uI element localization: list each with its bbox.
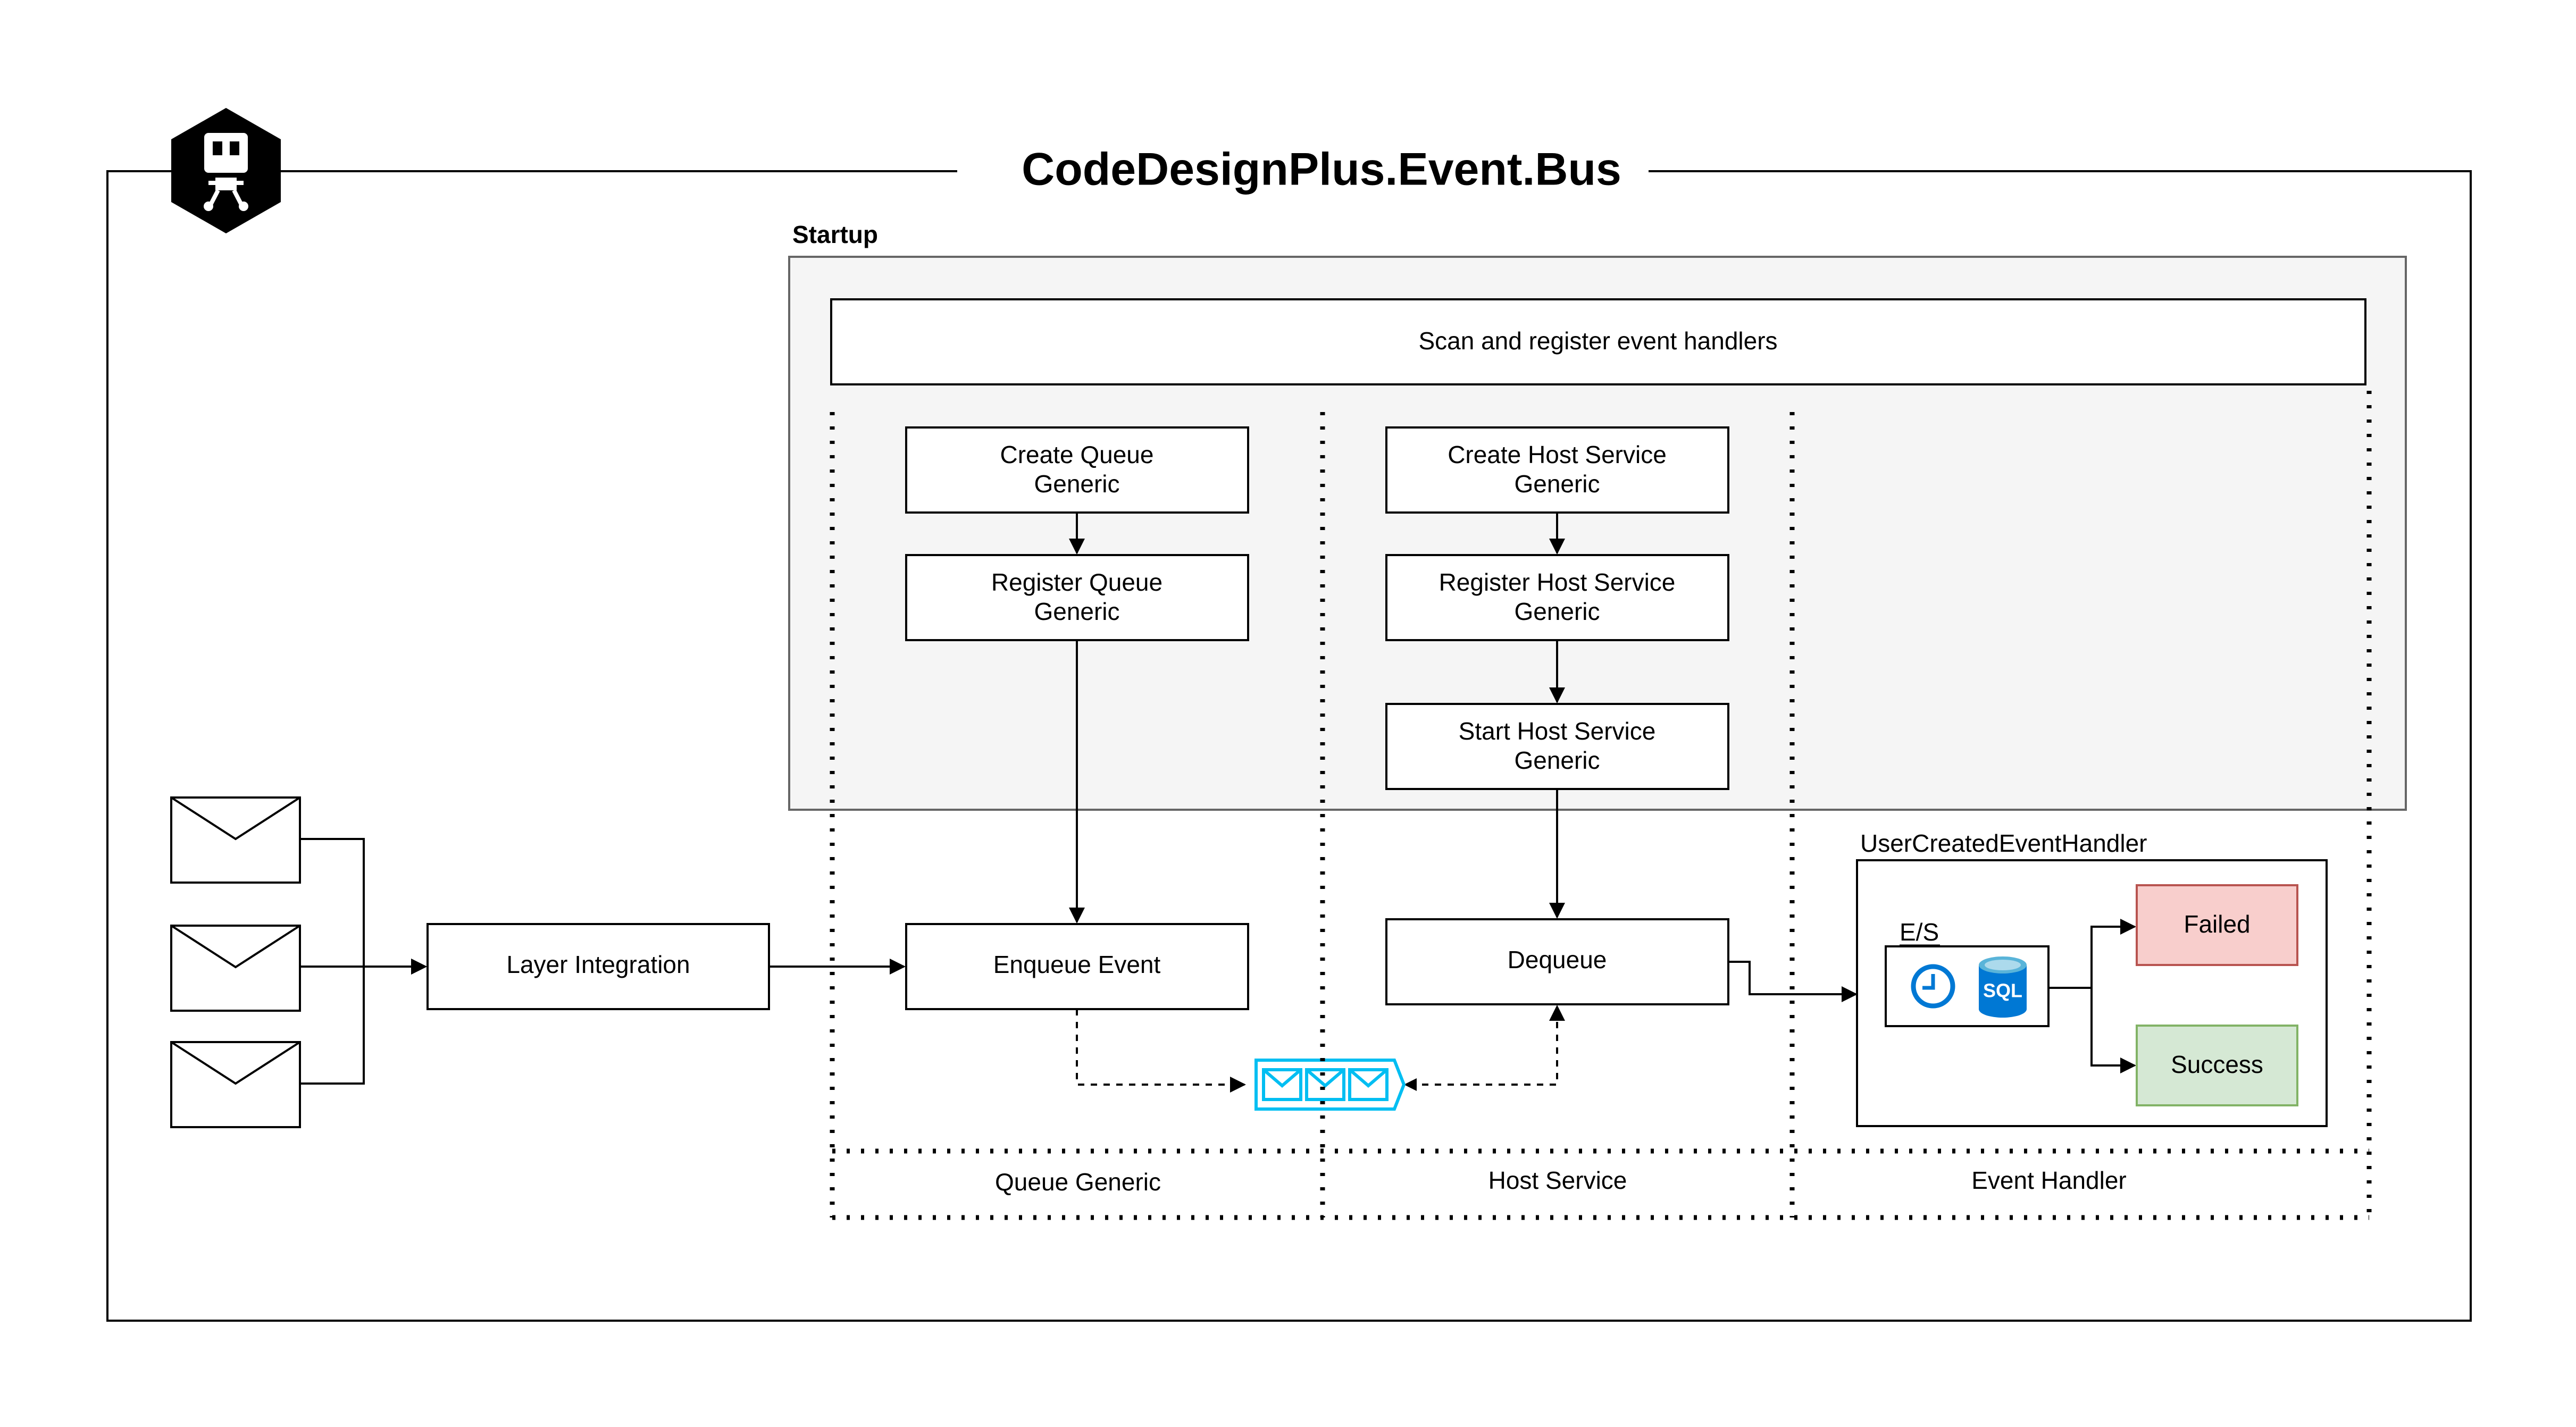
layer-integration-box xyxy=(426,923,770,1010)
dashed-arrow-head-left xyxy=(1404,1078,1417,1091)
create-host-service-label: Create Host Service xyxy=(1448,441,1667,468)
register-host-service-label: Register Host Service xyxy=(1439,568,1676,596)
register-queue-label: Register Queue xyxy=(991,568,1162,596)
event-handler-footer: Event Handler xyxy=(1971,1166,2127,1194)
dequeue-label: Dequeue xyxy=(1508,946,1607,973)
es-label: E/S xyxy=(1900,918,1939,946)
scan-register-box xyxy=(830,298,2366,385)
failed-box xyxy=(2136,884,2298,966)
clock-icon xyxy=(1911,964,1955,1009)
register-queue-box xyxy=(905,554,1249,641)
dashed-queue-to-dequeue xyxy=(1409,1005,1565,1086)
dashed-enqueue-to-queue xyxy=(1076,1009,1246,1093)
envelope-icon xyxy=(170,796,301,884)
diagram-title: CodeDesignPlus.Event.Bus xyxy=(1022,144,1621,195)
robot-logo-icon xyxy=(171,108,281,233)
success-box xyxy=(2136,1025,2298,1106)
dequeue-box xyxy=(1385,918,1729,1005)
host-service-footer: Host Service xyxy=(1488,1166,1627,1194)
queue-generic-footer: Queue Generic xyxy=(995,1168,1161,1196)
arrow-dequeue-to-handler xyxy=(1728,961,1858,1002)
start-host-service-box xyxy=(1385,703,1729,790)
connector-es-success xyxy=(2090,988,2136,1073)
failed-label: Failed xyxy=(2184,910,2250,938)
create-host-service-label-2: Generic xyxy=(1514,470,1600,498)
start-host-service-label: Start Host Service xyxy=(1459,717,1656,745)
create-host-service-box xyxy=(1385,426,1729,514)
sql-icon-label: SQL xyxy=(1983,980,2022,1002)
envelope-icon xyxy=(170,1041,301,1128)
create-queue-label-2: Generic xyxy=(1034,470,1119,498)
envelope-icon xyxy=(170,925,301,1012)
scan-register-label: Scan and register event handlers xyxy=(1418,327,1777,355)
start-host-service-label-2: Generic xyxy=(1514,746,1600,774)
connector-envelope-1 xyxy=(300,838,427,975)
create-queue-label: Create Queue xyxy=(1000,441,1154,468)
startup-label: Startup xyxy=(792,221,878,248)
message-queue-icon xyxy=(1254,1059,1406,1111)
enqueue-event-label: Enqueue Event xyxy=(993,951,1161,978)
sql-database-icon: SQL xyxy=(1979,956,2027,1018)
register-host-service-box xyxy=(1385,554,1729,641)
register-queue-label-2: Generic xyxy=(1034,598,1119,625)
layer-integration-label: Layer Integration xyxy=(506,951,690,978)
register-host-service-label-2: Generic xyxy=(1514,598,1600,625)
connector-envelope-3 xyxy=(300,959,427,1085)
connector-es-branch xyxy=(2048,919,2136,989)
title-background xyxy=(957,144,1649,202)
success-label: Success xyxy=(2171,1051,2263,1078)
handler-container-label: UserCreatedEventHandler xyxy=(1860,829,2147,857)
enqueue-event-box xyxy=(905,923,1249,1010)
